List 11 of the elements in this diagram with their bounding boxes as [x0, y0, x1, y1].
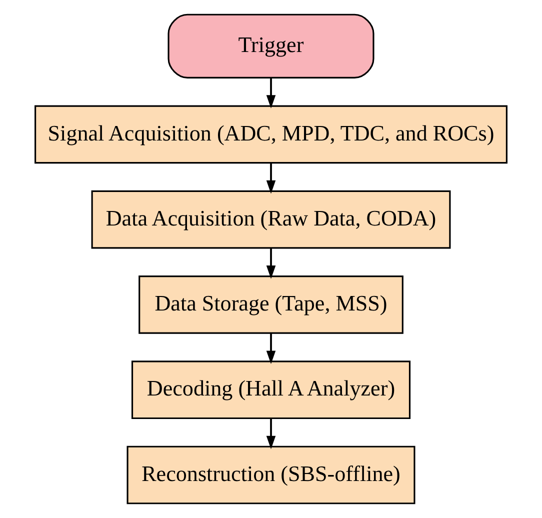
arrow: [266, 162, 276, 194]
arrow: [266, 333, 276, 364]
node-box: Trigger: [168, 14, 374, 78]
node-box: Data Acquisition (Raw Data, CODA): [91, 190, 451, 249]
node-box: Signal Acquisition (ADC, MPD, TDC, and ROCs): [34, 105, 508, 164]
node-box: Reconstruction (SBS-offline): [126, 446, 416, 504]
node-box: Data Storage (Tape, MSS): [138, 276, 404, 334]
arrow: [266, 418, 276, 450]
node-box: Decoding (Hall A Analyzer): [131, 360, 411, 420]
arrow: [266, 78, 276, 108]
arrow: [266, 248, 276, 279]
